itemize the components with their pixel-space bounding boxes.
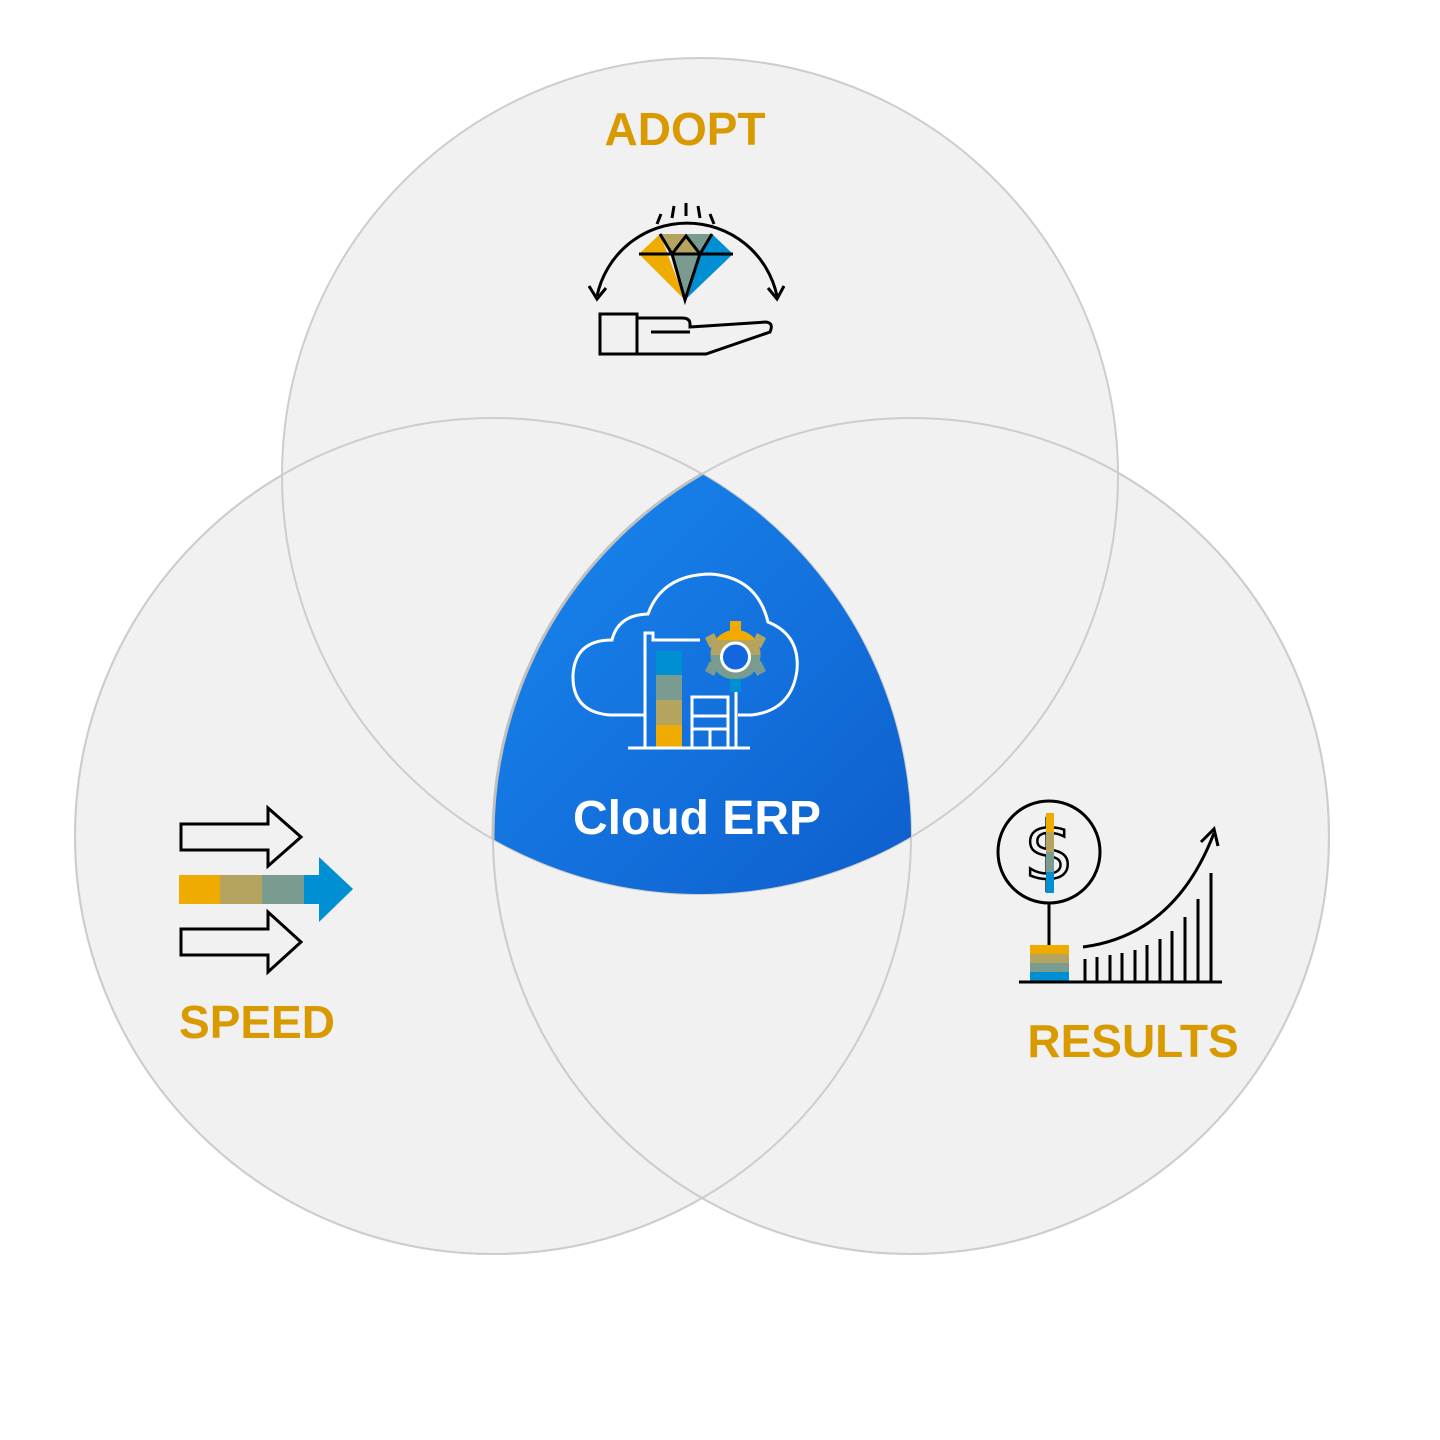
center-label: Cloud ERP bbox=[573, 792, 821, 845]
diamond-in-hand-icon bbox=[587, 203, 786, 356]
cloud-building-gear-icon bbox=[571, 572, 799, 750]
center-intersection[interactable] bbox=[491, 418, 1329, 1254]
label-results: RESULTS bbox=[1027, 1015, 1238, 1067]
label-speed: SPEED bbox=[179, 996, 335, 1048]
dollar-growth-chart-icon: $ bbox=[996, 799, 1222, 984]
fast-arrows-icon bbox=[179, 804, 353, 976]
label-adopt: ADOPT bbox=[605, 103, 766, 155]
